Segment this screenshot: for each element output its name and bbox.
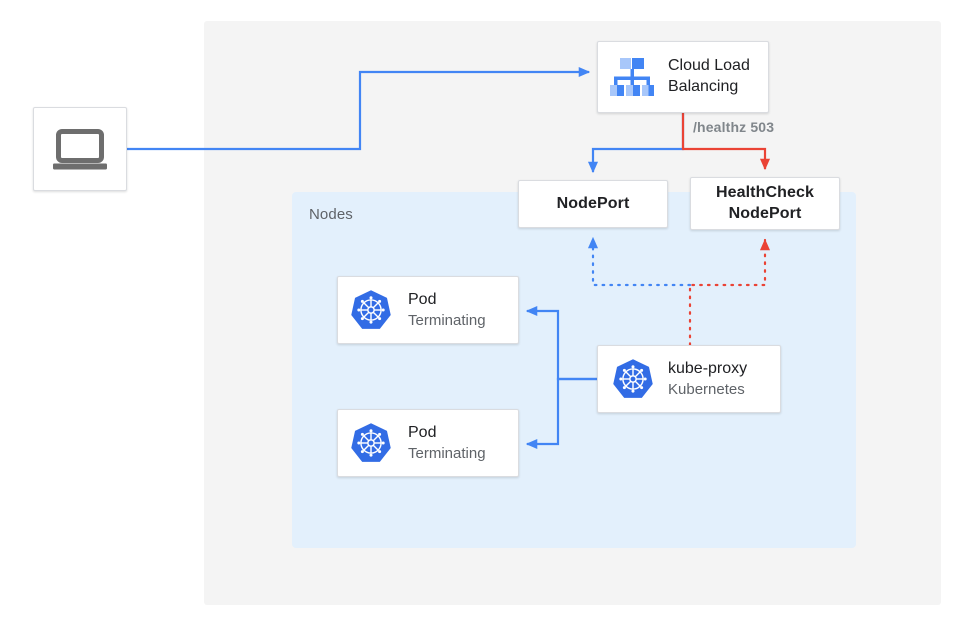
wire-loadbalancer-to-healthcheck: [681, 113, 771, 171]
cloud-load-balancing-title-line-1: Cloud Load: [668, 57, 750, 75]
cloud-load-balancing-box: Cloud Load Balancing: [597, 41, 769, 113]
pod-1-status: Terminating: [408, 311, 486, 329]
wire-kubeproxy-to-healthcheck-dotted: [688, 238, 771, 347]
healthcheck-nodeport-label-line-1: HealthCheck: [715, 184, 815, 202]
wire-kubeproxy-to-pod-2: [525, 377, 597, 450]
healthz-status-label: /healthz 503: [693, 119, 775, 135]
kube-proxy-subtitle: Kubernetes: [668, 380, 745, 398]
pod-1-labels: Pod Terminating: [408, 290, 486, 330]
healthcheck-nodeport-label-line-2: NodePort: [728, 204, 802, 222]
cloud-load-balancing-title-line-2: Balancing: [668, 78, 739, 95]
wire-loadbalancer-to-nodeport: [587, 113, 685, 174]
client-device-box: [33, 107, 127, 191]
kube-proxy-title: kube-proxy: [668, 359, 748, 377]
pod-2-labels: Pod Terminating: [408, 423, 486, 463]
pod-2-status: Terminating: [408, 444, 486, 462]
kubernetes-icon: [612, 358, 654, 400]
kube-proxy-box: kube-proxy Kubernetes: [597, 345, 781, 413]
wire-kubeproxy-to-nodeport-dotted: [587, 236, 692, 287]
kube-proxy-labels: kube-proxy Kubernetes: [668, 359, 747, 399]
laptop-icon: [52, 128, 108, 170]
kubernetes-icon: [350, 422, 392, 464]
wire-kubeproxy-to-pod-1: [525, 305, 597, 381]
pod-box-2: Pod Terminating: [337, 409, 519, 477]
nodeport-box: NodePort: [518, 180, 668, 228]
healthcheck-nodeport-box: HealthCheck NodePort: [690, 177, 840, 230]
nodeport-label: NodePort: [556, 194, 630, 212]
healthcheck-nodeport-label: HealthCheck NodePort: [716, 183, 814, 224]
cloud-load-balancing-label: Cloud Load Balancing: [668, 56, 750, 98]
cloud-load-balancing-icon: [609, 55, 655, 99]
kubernetes-icon: [350, 289, 392, 331]
pod-1-title: Pod: [408, 290, 437, 308]
wire-client-to-loadbalancer: [127, 66, 591, 151]
pod-2-title: Pod: [408, 423, 437, 441]
pod-box-1: Pod Terminating: [337, 276, 519, 344]
nodes-panel-label: Nodes: [309, 206, 353, 223]
